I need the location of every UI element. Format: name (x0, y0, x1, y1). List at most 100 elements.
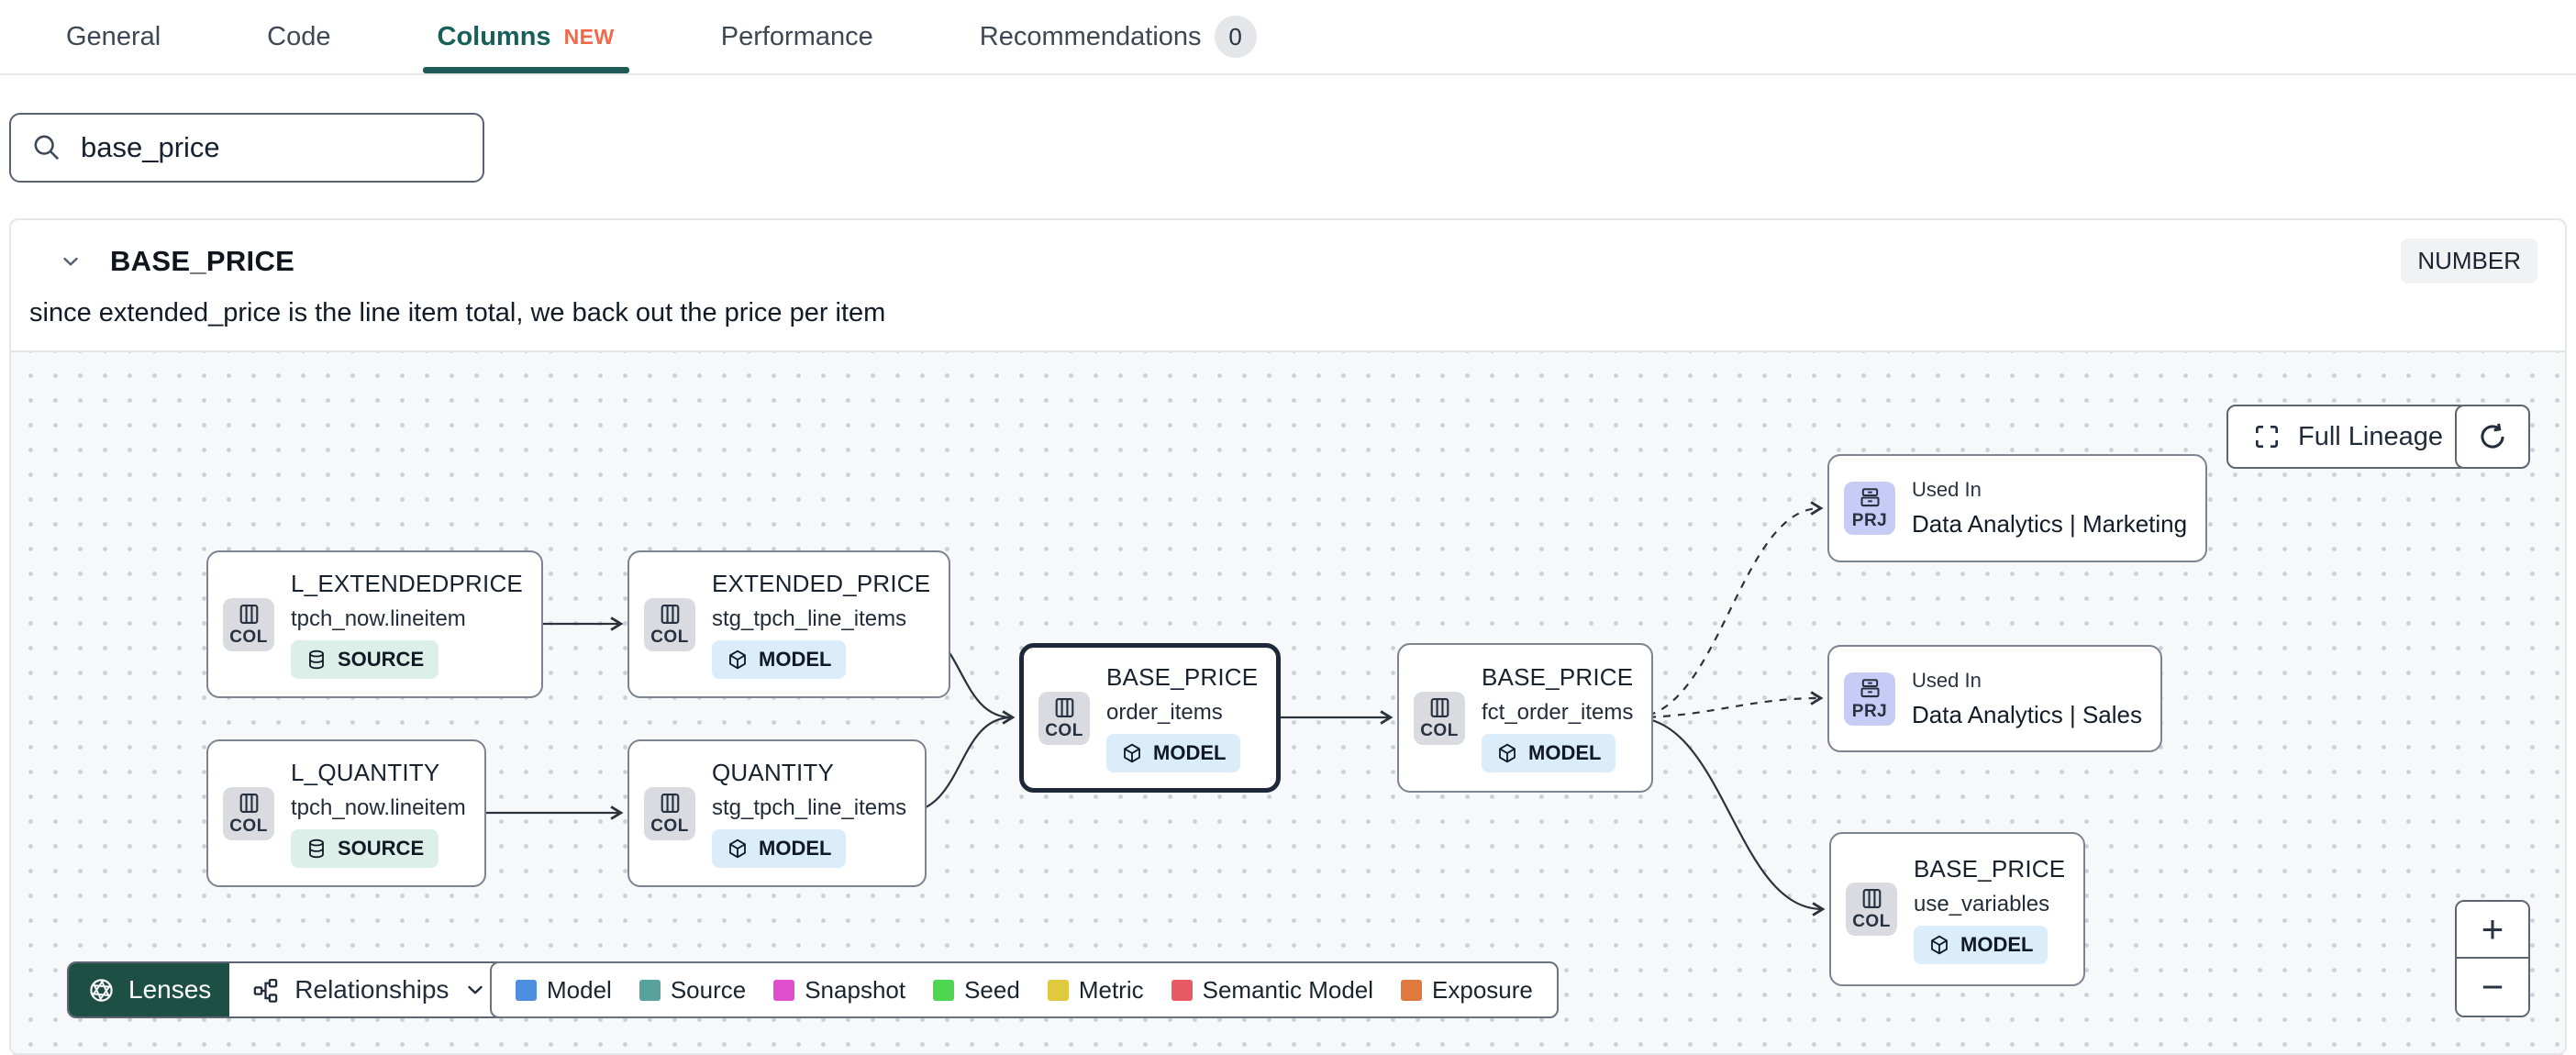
lenses-bar: Lenses Relationships (67, 961, 512, 1018)
cube-icon (1496, 742, 1518, 764)
lenses-button[interactable]: Lenses (69, 963, 230, 1016)
chevron-down-icon (463, 978, 487, 1002)
lineage-node-extended-price[interactable]: COL EXTENDED_PRICE stg_tpch_line_items M… (627, 550, 951, 698)
zoom-controls: + − (2455, 900, 2530, 1017)
column-chip: COL (644, 597, 695, 651)
badge-label: SOURCE (338, 648, 425, 671)
badge-label: MODEL (759, 837, 832, 860)
column-chip: COL (1038, 691, 1090, 745)
relationships-dropdown[interactable]: Relationships (229, 963, 510, 1016)
lineage-node-l-extendedprice[interactable]: COL L_EXTENDEDPRICE tpch_now.lineitem SO… (206, 550, 543, 698)
node-title: L_EXTENDEDPRICE (291, 570, 523, 597)
archive-icon (1858, 676, 1882, 701)
node-title: BASE_PRICE (1106, 663, 1259, 691)
chip-label: COL (1045, 720, 1083, 740)
columns-icon (658, 602, 683, 627)
column-chip: COL (223, 786, 274, 840)
zoom-in-button[interactable]: + (2457, 902, 2528, 959)
search-row (0, 75, 2576, 183)
columns-icon (658, 791, 683, 816)
new-badge: NEW (563, 24, 615, 49)
active-tab-underline (422, 67, 629, 73)
legend-label: Exposure (1432, 975, 1533, 1004)
legend-swatch (773, 979, 795, 1001)
source-badge: SOURCE (291, 640, 439, 679)
tab-code[interactable]: Code (267, 0, 330, 73)
column-card: BASE_PRICE NUMBER since extended_price i… (9, 218, 2567, 1055)
archive-icon (1858, 485, 1882, 510)
relationships-label: Relationships (294, 975, 450, 1004)
tab-label: General (66, 21, 161, 51)
node-subtitle: stg_tpch_line_items (712, 606, 907, 631)
badge-label: MODEL (1960, 932, 2034, 956)
project-chip: PRJ (1844, 482, 1895, 535)
lineage-node-quantity[interactable]: COL QUANTITY stg_tpch_line_items MODEL (627, 739, 927, 887)
relationships-icon (251, 976, 280, 1005)
legend-item-seed: Seed (933, 976, 1020, 1005)
tab-columns[interactable]: Columns NEW (422, 0, 629, 73)
aperture-icon (87, 976, 116, 1005)
tab-performance[interactable]: Performance (721, 0, 873, 73)
lineage-node-l-quantity[interactable]: COL L_QUANTITY tpch_now.lineitem SOURCE (206, 739, 486, 887)
tab-label: Code (267, 21, 331, 51)
refresh-icon (2476, 420, 2509, 453)
node-subtitle: tpch_now.lineitem (291, 795, 466, 820)
cube-icon (727, 649, 749, 671)
tab-bar: General Code Columns NEW Performance Rec… (0, 0, 2576, 75)
full-lineage-button[interactable]: Full Lineage (2226, 405, 2469, 469)
search-input[interactable] (81, 131, 462, 164)
column-chip: COL (1846, 883, 1897, 936)
tab-label: Columns (437, 21, 551, 51)
database-icon (305, 649, 328, 671)
legend-item-exposure: Exposure (1401, 976, 1533, 1005)
legend-label: Metric (1078, 975, 1144, 1004)
node-subtitle: stg_tpch_line_items (712, 795, 907, 820)
search-box[interactable] (9, 113, 484, 183)
node-title: QUANTITY (712, 759, 835, 786)
source-badge: SOURCE (291, 829, 439, 868)
model-badge: MODEL (712, 640, 847, 679)
node-subtitle: fct_order_items (1482, 700, 1634, 725)
lineage-legend: Model Source Snapshot Seed Metric Semant… (490, 961, 1559, 1018)
tab-recommendations[interactable]: Recommendations 0 (980, 0, 1257, 73)
node-subtitle: use_variables (1914, 891, 2050, 916)
refresh-button[interactable] (2455, 405, 2530, 469)
chip-label: COL (650, 627, 689, 647)
search-icon (31, 132, 62, 163)
legend-label: Snapshot (805, 975, 906, 1004)
lineage-node-used-in-marketing[interactable]: PRJ Used In Data Analytics | Marketing (1827, 454, 2208, 562)
columns-icon (1052, 695, 1077, 720)
zoom-out-button[interactable]: − (2457, 959, 2528, 1016)
legend-swatch (638, 979, 661, 1001)
lineage-canvas[interactable]: COL L_EXTENDEDPRICE tpch_now.lineitem SO… (11, 350, 2565, 1053)
lineage-node-base-price-use-variables[interactable]: COL BASE_PRICE use_variables MODEL (1829, 832, 2086, 986)
column-type-badge: NUMBER (2401, 239, 2537, 283)
chip-label: PRJ (1851, 701, 1888, 721)
tab-label: Recommendations (979, 21, 1202, 51)
badge-label: MODEL (759, 648, 832, 671)
badge-label: SOURCE (338, 837, 425, 860)
column-description: since extended_price is the line item to… (29, 298, 886, 328)
legend-swatch (516, 979, 537, 1001)
legend-label: Seed (964, 975, 1020, 1004)
columns-icon (237, 791, 261, 816)
node-title: BASE_PRICE (1482, 663, 1634, 691)
full-lineage-label: Full Lineage (2298, 421, 2443, 451)
legend-swatch (1047, 979, 1069, 1001)
expand-icon (2252, 422, 2282, 451)
chevron-down-icon[interactable] (59, 250, 83, 273)
cube-icon (1121, 742, 1143, 764)
lineage-node-base-price-fct-order-items[interactable]: COL BASE_PRICE fct_order_items MODEL (1397, 643, 1654, 793)
legend-item-model: Model (516, 976, 612, 1005)
columns-icon (1860, 886, 1884, 911)
legend-item-snapshot: Snapshot (773, 976, 905, 1005)
chip-label: COL (1852, 912, 1891, 931)
column-chip: COL (644, 786, 695, 840)
lineage-node-used-in-sales[interactable]: PRJ Used In Data Analytics | Sales (1827, 645, 2162, 752)
tab-general[interactable]: General (66, 0, 161, 73)
lineage-node-base-price-order-items[interactable]: COL BASE_PRICE order_items MODEL (1019, 643, 1282, 793)
legend-swatch (1171, 979, 1193, 1001)
project-name: Data Analytics | Sales (1912, 700, 2142, 728)
model-badge: MODEL (1482, 734, 1616, 772)
node-title: BASE_PRICE (1914, 854, 2066, 883)
